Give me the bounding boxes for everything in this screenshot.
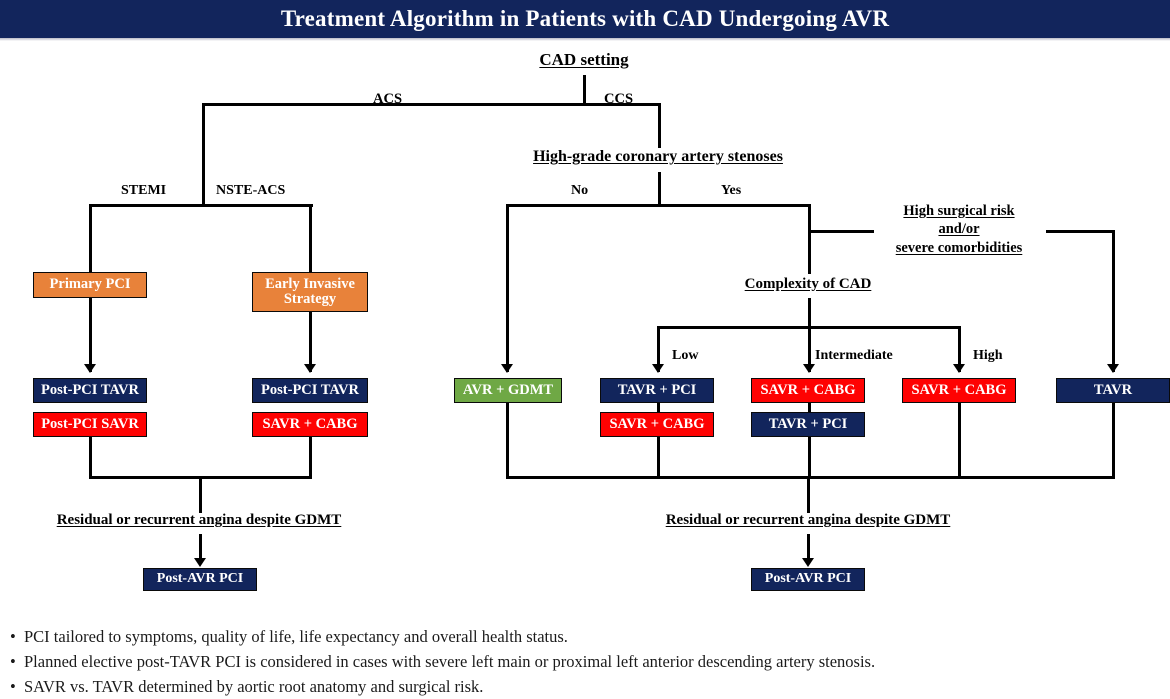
edge-label-intermediate: Intermediate [815,348,893,363]
bullet-glyph: • [10,677,16,697]
edge-inter-down [808,326,811,372]
edge-low-down [657,326,660,372]
box-high-savr-cabg[interactable]: SAVR + CABG [902,378,1016,403]
edge-right-converge-down [807,476,810,513]
arrow-nste-to-tavr [304,364,316,373]
box-nste-post-pci-tavr[interactable]: Post-PCI TAVR [252,378,368,403]
edge-acs-split [89,204,313,207]
node-complexity-of-cad: Complexity of CAD [744,276,872,292]
edge-label-yes: Yes [721,183,742,198]
edge-root-split [202,103,660,106]
edge-acs-down [202,103,205,206]
arrow-no-to-avr-gdmt [501,364,513,373]
edge-right-converge [506,476,1115,479]
box-nste-savr-cabg[interactable]: SAVR + CABG [252,412,368,437]
node-high-surgical-risk-line2: and/or [938,221,980,237]
arrow-intermediate [803,364,815,373]
edge-label-nste-acs: NSTE-ACS [216,183,286,198]
edge-stemi-down-1 [89,204,92,272]
banner-shadow [0,38,1170,41]
footnote-text: Planned elective post-TAVR PCI is consid… [24,652,876,672]
arrow-left-post-avr [194,558,206,567]
box-primary-pci[interactable]: Primary PCI [33,272,147,298]
box-stemi-post-pci-savr[interactable]: Post-PCI SAVR [33,412,147,437]
box-high-risk-tavr[interactable]: TAVR [1056,378,1170,403]
edge-right-residual-down [807,534,810,563]
footnote-item: • Planned elective post-TAVR PCI is cons… [10,649,1160,674]
edge-stenoses-stem [658,172,661,204]
arrow-stemi-to-tavr [84,364,96,373]
arrow-low [652,364,664,373]
box-low-savr-cabg[interactable]: SAVR + CABG [600,412,714,437]
edge-nste-down-1 [309,204,312,272]
node-cad-setting: CAD setting [539,50,629,69]
node-residual-angina-right: Residual or recurrent angina despite GDM… [665,512,951,528]
edge-complexity-stem [808,298,811,328]
edge-nste-down-2 [309,311,312,372]
footnote-text: PCI tailored to symptoms, quality of lif… [24,627,568,646]
edge-high-risk-down [1112,230,1115,372]
edge-label-high: High [973,348,1003,363]
edge-label-low: Low [672,348,699,363]
arrow-high [953,364,965,373]
box-avr-gdmt[interactable]: AVR + GDMT [454,378,562,403]
edge-ccs-down [658,103,661,148]
edge-nste-down-3 [309,436,312,478]
edge-high-down [958,326,961,372]
edge-high-bottom [958,402,961,478]
box-low-tavr-pci[interactable]: TAVR + PCI [600,378,714,403]
footnote-item: • PCI tailored to symptoms, quality of l… [10,624,1160,649]
box-early-invasive-strategy[interactable]: Early Invasive Strategy [252,272,368,312]
bullet-glyph: • [10,652,16,672]
node-residual-angina-left: Residual or recurrent angina despite GDM… [56,512,342,528]
edge-low-bottom [657,436,660,478]
bullet-glyph: • [10,627,16,646]
box-post-avr-pci-left[interactable]: Post-AVR PCI [143,568,257,591]
edge-left-converge-down [199,476,202,513]
box-post-avr-pci-right[interactable]: Post-AVR PCI [751,568,865,591]
node-high-grade-stenoses: High-grade coronary artery stenoses [533,148,783,165]
edge-tavr-down [1112,402,1115,478]
edge-inter-bottom [808,436,811,478]
edge-stenoses-split [506,204,811,207]
footnote-text: SAVR vs. TAVR determined by aortic root … [24,677,484,697]
edge-label-no: No [571,183,589,198]
edge-low-mid [657,402,660,413]
footnotes-list: • PCI tailored to symptoms, quality of l… [10,624,1160,699]
edge-stemi-down-2 [89,298,92,372]
box-intermediate-tavr-pci[interactable]: TAVR + PCI [751,412,865,437]
title-banner: Treatment Algorithm in Patients with CAD… [0,0,1170,38]
edge-no-down [506,204,509,372]
edge-left-residual-down [199,534,202,563]
edge-label-stemi: STEMI [121,183,167,198]
edge-avr-gdmt-down [506,402,509,478]
box-stemi-post-pci-tavr[interactable]: Post-PCI TAVR [33,378,147,403]
edge-label-ccs: CCS [604,91,634,107]
edge-label-acs: ACS [373,91,403,107]
edge-inter-mid [808,402,811,413]
box-intermediate-savr-cabg[interactable]: SAVR + CABG [751,378,865,403]
edge-root-stem [583,75,586,105]
edge-high-risk-spur-left [808,230,874,233]
arrow-right-post-avr [802,558,814,567]
node-high-surgical-risk-line1: High surgical risk [903,203,1015,219]
arrow-high-risk-to-tavr [1107,364,1119,373]
edge-yes-down [808,204,811,274]
edge-stemi-down-3 [89,436,92,478]
edge-high-risk-spur-right [1046,230,1115,233]
node-high-surgical-risk-line3: severe comorbidities [895,240,1023,256]
footnote-item: • SAVR vs. TAVR determined by aortic roo… [10,674,1160,699]
page-title: Treatment Algorithm in Patients with CAD… [280,6,890,31]
